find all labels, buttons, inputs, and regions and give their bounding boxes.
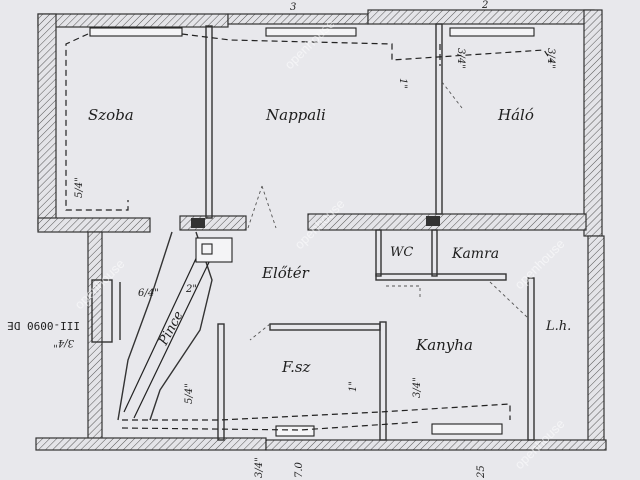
wall-left-upper [37, 13, 57, 231]
room-label-eloter: Előtér [261, 264, 310, 282]
pipe-szoba-loop [65, 33, 129, 211]
heating-pipes [65, 33, 553, 431]
door-fsz [249, 323, 271, 341]
wall-central-left [179, 215, 247, 231]
wall-kitchen-left [379, 321, 387, 441]
chimney-2 [426, 216, 440, 226]
pipe-label-stair-a: 6/4" [138, 288, 159, 299]
wall-top-right [367, 9, 595, 25]
pipe-label-bottom-c: 25 [476, 465, 487, 479]
wall-kamra-bottom [375, 273, 507, 281]
wall-szoba-bottom [37, 217, 151, 233]
stair-outline-left [117, 231, 173, 421]
pipe-label-szoba: 5/4" [74, 177, 85, 198]
doors [247, 81, 529, 341]
door-nappali [247, 185, 277, 229]
wall-kitchen-lh [527, 277, 535, 441]
pipe-label-nappali: 1" [397, 78, 408, 89]
stair-area [91, 231, 233, 421]
radiators [89, 27, 535, 437]
wall-bottom-left [35, 437, 267, 451]
boiler-inner [201, 243, 213, 255]
pipe-label-bottom-b: 7.0 [294, 461, 305, 478]
wall-top-left [37, 13, 229, 28]
wall-bottom-right [265, 439, 607, 451]
radiator-kanyha [431, 423, 503, 435]
room-label-halo: Háló [497, 106, 534, 124]
wall-right-lower [587, 235, 605, 443]
wall-wc-left [375, 229, 382, 277]
side-riser-box [91, 279, 113, 343]
wall-szoba-nappali [205, 25, 213, 219]
top-number-2: 2 [481, 0, 488, 11]
pipe-label-halo-a: 3/4" [455, 48, 466, 69]
radiator-szoba [89, 27, 183, 37]
room-label-nappali: Nappali [265, 106, 326, 124]
stair-pipe-a [123, 249, 201, 413]
door-wc [386, 285, 421, 298]
pipe-label-boiler: 3/4" [53, 337, 74, 348]
boiler-box [195, 237, 233, 263]
top-number-1: 3 [290, 2, 296, 13]
wall-wc-right [431, 229, 438, 277]
room-label-kamra: Kamra [451, 246, 499, 262]
pipe-size-labels: 5/4" 1" 3/4" 3/4" 6/4" 2" 5/4" 1" 3/4" 3… [53, 0, 556, 479]
wall-nappali-halo [435, 23, 443, 215]
wall-fsz-top [269, 323, 381, 331]
pipe-label-stair-b: 2" [185, 284, 197, 295]
pipe-label-bottom-a: 3/4" [254, 457, 265, 478]
wall-right-upper [583, 9, 603, 237]
door-kanyha [489, 281, 529, 319]
chimney-1 [191, 218, 205, 228]
stair-outline-right [149, 231, 213, 421]
pipe-label-fsz-left: 5/4" [184, 383, 195, 404]
side-boiler-label: III-0090 DE [7, 319, 80, 332]
wall-left-lower [87, 231, 103, 441]
pipe-label-kanyha: 3/4" [412, 377, 423, 398]
room-label-lh: L.h. [545, 319, 571, 334]
room-label-kanyha: Kanyha [415, 336, 473, 354]
room-label-fsz: F.sz [281, 358, 311, 376]
wall-top-mid [227, 13, 369, 25]
stair-pipe-b [133, 255, 213, 419]
radiator-halo [449, 27, 535, 37]
radiator-fsz [275, 425, 315, 437]
room-label-szoba: Szoba [88, 106, 134, 124]
wall-fsz-left [217, 323, 225, 441]
wall-central-right [307, 213, 587, 231]
pipe-bottom-run [122, 403, 511, 421]
pipe-label-halo-b: 3/4" [545, 48, 556, 69]
pipe-top-run [181, 33, 553, 63]
walls [35, 9, 607, 451]
pipe-label-fsz-mid: 1" [348, 381, 359, 392]
radiator-nappali [265, 27, 357, 37]
room-label-wc: WC [390, 245, 413, 260]
